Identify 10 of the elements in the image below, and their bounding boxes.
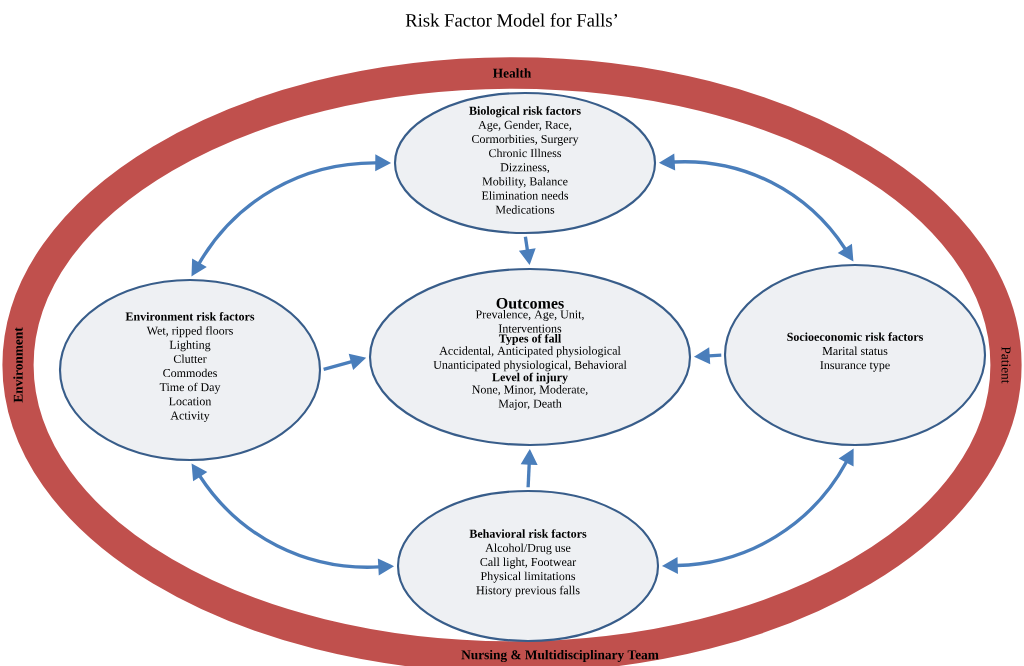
band-label: Nursing & Multidisciplinary Team — [461, 649, 659, 663]
diagram-title: Risk Factor Model for Falls’ — [405, 13, 618, 27]
ellipse-node: Socioeconomic risk factors Marital status Insurance type — [723, 263, 987, 447]
band-label: Patient — [1001, 346, 1011, 384]
band-label: Environment — [13, 327, 23, 403]
ellipse-node: Environment risk factors Wet, ripped floors Lighting Clutter Commodes Time of Day Location Activity — [58, 278, 322, 462]
ellipse-node: Behavioral risk factors Alcohol/Drug use Call light, Footwear Physical limitations History previous falls — [396, 489, 660, 643]
ellipse-node: Outcomes Prevalence, Age, Unit, Interventions Types of fall Accidental, Anticipated physiological Unanticipated physiological, Behavioral Level of injury None, Minor, Moderate, Major, Death — [368, 267, 692, 447]
ellipse-node: Biological risk factors Age, Gender, Race, Cormorbities, Surgery Chronic Illness Dizziness, Mobility, Balance Elimination needs Medications — [393, 91, 657, 235]
band-label: Health — [493, 68, 532, 78]
